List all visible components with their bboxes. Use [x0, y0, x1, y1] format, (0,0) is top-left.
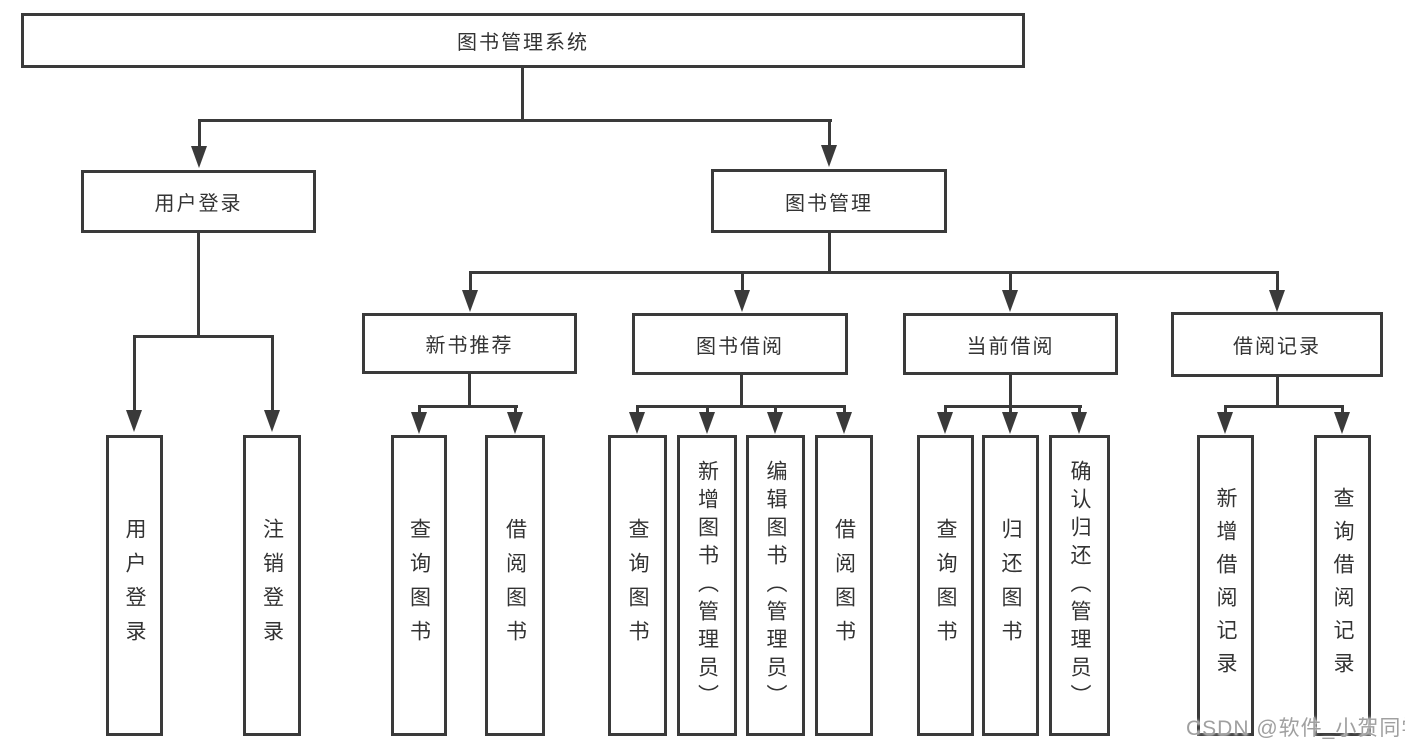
- connector-line: [1009, 375, 1012, 408]
- arrow-down: [507, 412, 523, 434]
- connector-line: [1224, 405, 1227, 415]
- connector-line: [469, 271, 472, 292]
- leaf-add-book-admin-label: 新增图书（管理员）: [695, 459, 719, 712]
- arrow-down: [699, 412, 715, 434]
- arrow-down: [734, 290, 750, 312]
- leaf-query-book-borrow: 查询图书: [608, 435, 667, 736]
- leaf-borrow-book-borrow: 借阅图书: [815, 435, 873, 736]
- connector-line: [828, 119, 831, 148]
- arrow-down: [767, 412, 783, 434]
- leaf-edit-book-admin-label: 编辑图书（管理员）: [764, 459, 787, 712]
- leaf-query-book-borrow-label: 查询图书: [626, 517, 649, 654]
- arrow-down: [1269, 290, 1285, 312]
- leaf-confirm-return-admin-label: 确认归还（管理员）: [1068, 459, 1091, 712]
- arrow-down: [836, 412, 852, 434]
- leaf-query-book-current: 查询图书: [917, 435, 974, 736]
- leaf-edit-book-admin: 编辑图书（管理员）: [746, 435, 805, 736]
- node-root-label: 图书管理系统: [457, 32, 589, 54]
- leaf-user-login: 用户登录: [106, 435, 163, 736]
- connector-line: [1009, 271, 1012, 292]
- arrow-down: [126, 410, 142, 432]
- arrow-down: [937, 412, 953, 434]
- leaf-add-book-admin: 新增图书（管理员）: [677, 435, 737, 736]
- connector-line: [636, 405, 846, 408]
- connector-line: [133, 335, 136, 412]
- leaf-logout-login-label: 注销登录: [260, 517, 284, 654]
- connector-line: [1276, 271, 1279, 292]
- connector-line: [133, 335, 274, 338]
- arrow-down: [1334, 412, 1350, 434]
- connector-line: [514, 405, 517, 415]
- leaf-query-book-newrec: 查询图书: [391, 435, 447, 736]
- connector-line: [1341, 405, 1344, 415]
- connector-line: [198, 119, 201, 148]
- connector-line: [740, 375, 743, 408]
- leaf-borrow-book-newrec-label: 借阅图书: [503, 517, 527, 654]
- connector-line: [944, 405, 947, 415]
- connector-line: [843, 405, 846, 415]
- leaf-query-borrow-record-label: 查询借阅记录: [1331, 486, 1354, 685]
- node-current-borrow: 当前借阅: [903, 313, 1118, 375]
- connector-line: [944, 405, 1082, 408]
- connector-line: [469, 271, 1279, 274]
- arrow-down: [1002, 290, 1018, 312]
- leaf-add-borrow-record-label: 新增借阅记录: [1214, 486, 1237, 685]
- arrow-down: [411, 412, 427, 434]
- watermark: CSDN @软件_小贺同学: [1186, 717, 1405, 740]
- connector-line: [468, 374, 471, 408]
- leaf-return-book: 归还图书: [982, 435, 1039, 736]
- leaf-borrow-book-borrow-label: 借阅图书: [832, 517, 856, 654]
- arrow-down: [1217, 412, 1233, 434]
- leaf-confirm-return-admin: 确认归还（管理员）: [1049, 435, 1110, 736]
- connector-line: [198, 119, 832, 122]
- connector-line: [1224, 405, 1344, 408]
- arrow-down: [462, 290, 478, 312]
- connector-line: [636, 405, 639, 415]
- node-borrow-records-label: 借阅记录: [1233, 336, 1321, 358]
- node-book-management: 图书管理: [711, 169, 947, 233]
- node-root: 图书管理系统: [21, 13, 1025, 68]
- arrow-down: [1071, 412, 1087, 434]
- leaf-query-book-current-label: 查询图书: [934, 517, 957, 654]
- connector-line: [774, 405, 777, 415]
- node-book-borrow: 图书借阅: [632, 313, 848, 375]
- arrow-down: [629, 412, 645, 434]
- connector-line: [1078, 405, 1081, 415]
- arrow-down: [191, 146, 207, 168]
- connector-line: [418, 405, 518, 408]
- node-borrow-records: 借阅记录: [1171, 312, 1383, 377]
- connector-line: [197, 233, 200, 337]
- connector-line: [1009, 405, 1012, 415]
- arrow-down: [1002, 412, 1018, 434]
- arrow-down: [821, 145, 837, 167]
- arrow-down: [264, 410, 280, 432]
- node-book-management-label: 图书管理: [785, 192, 873, 215]
- node-book-borrow-label: 图书借阅: [696, 335, 784, 358]
- leaf-return-book-label: 归还图书: [999, 517, 1022, 654]
- node-user-login-label: 用户登录: [154, 193, 243, 215]
- connector-line: [706, 405, 709, 415]
- connector-line: [271, 335, 274, 412]
- node-user-login: 用户登录: [81, 170, 316, 233]
- leaf-query-book-newrec-label: 查询图书: [407, 517, 431, 654]
- node-current-borrow-label: 当前借阅: [966, 335, 1055, 358]
- connector-line: [1276, 377, 1279, 408]
- connector-line: [828, 233, 831, 274]
- node-new-book-recommend-label: 新书推荐: [425, 335, 514, 357]
- leaf-query-borrow-record: 查询借阅记录: [1314, 435, 1371, 736]
- leaf-borrow-book-newrec: 借阅图书: [485, 435, 545, 736]
- leaf-add-borrow-record: 新增借阅记录: [1197, 435, 1254, 736]
- connector-line: [521, 68, 524, 121]
- leaf-user-login-label: 用户登录: [123, 517, 146, 654]
- connector-line: [741, 271, 744, 292]
- node-new-book-recommend: 新书推荐: [362, 313, 577, 374]
- connector-line: [418, 405, 421, 415]
- leaf-logout-login: 注销登录: [243, 435, 301, 736]
